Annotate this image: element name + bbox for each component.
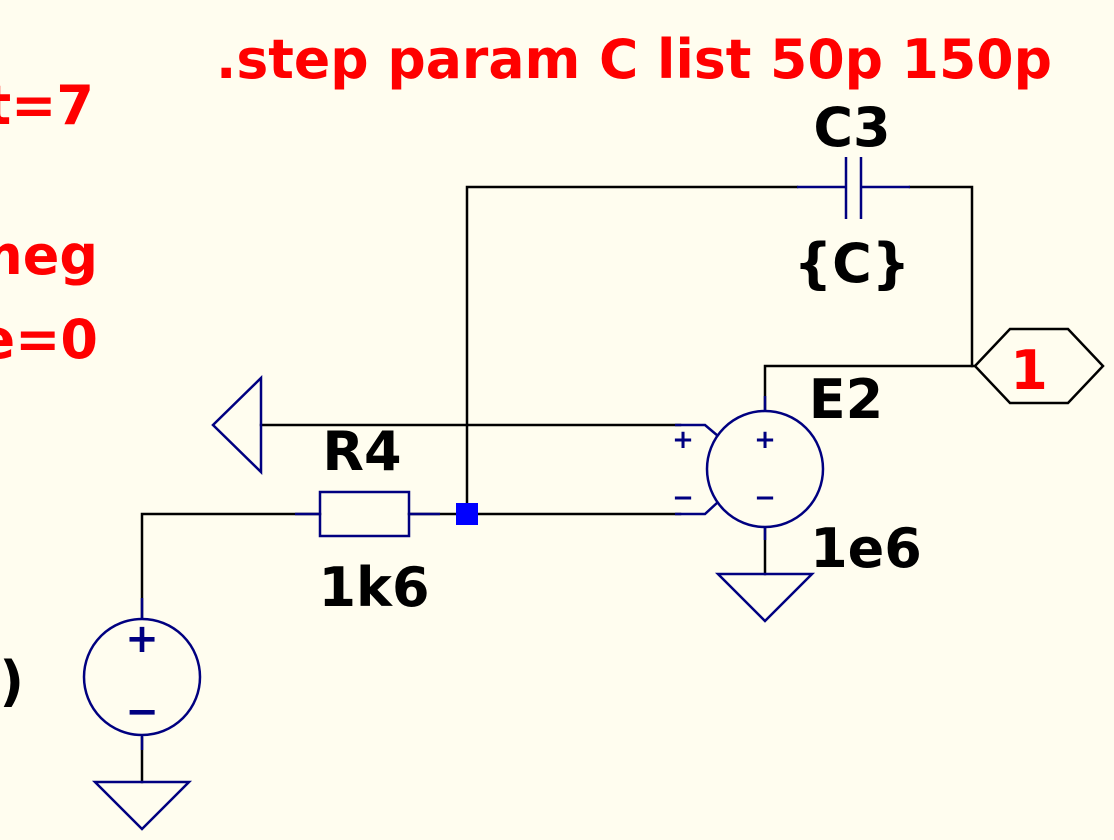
resistor-r4[interactable] bbox=[295, 490, 440, 538]
e2-output-minus: − bbox=[754, 483, 776, 513]
voltage-source[interactable] bbox=[82, 598, 202, 750]
component-labels: C3 {C} R4 1k6 E2 1e6 bbox=[318, 96, 921, 619]
source-plus: + bbox=[125, 616, 159, 662]
e2-value[interactable]: 1e6 bbox=[810, 517, 922, 580]
e2-input-plus: + bbox=[672, 425, 694, 455]
ground-e2[interactable] bbox=[714, 572, 816, 623]
e2-name[interactable]: E2 bbox=[809, 368, 883, 431]
vcvs-e2[interactable] bbox=[675, 396, 825, 540]
clipped-directive-4[interactable]: ) bbox=[0, 650, 24, 713]
polarity-marks: + − + − + − bbox=[125, 425, 776, 735]
wire-feedback-right[interactable] bbox=[908, 185, 974, 368]
e2-input-minus: − bbox=[672, 483, 694, 513]
net-label-hexagon[interactable] bbox=[973, 327, 1105, 405]
r4-name[interactable]: R4 bbox=[322, 420, 401, 483]
step-directive[interactable]: .step param C list 50p 150p bbox=[216, 28, 1052, 91]
grounds bbox=[91, 375, 816, 831]
wire-feedback-left[interactable] bbox=[465, 185, 799, 516]
ground-flag-left[interactable] bbox=[211, 375, 263, 475]
ground-source[interactable] bbox=[91, 780, 193, 831]
r4-value[interactable]: 1k6 bbox=[318, 556, 429, 619]
clipped-directive-1[interactable]: t=7 bbox=[0, 74, 94, 137]
clipped-directive-2[interactable]: meg bbox=[0, 224, 98, 287]
c3-name[interactable]: C3 bbox=[813, 96, 890, 159]
source-minus: − bbox=[125, 689, 159, 735]
wire-source-to-r4[interactable] bbox=[140, 512, 322, 620]
wire-output[interactable] bbox=[763, 364, 977, 412]
e2-output-plus: + bbox=[754, 425, 776, 455]
capacitor-c3[interactable] bbox=[797, 157, 910, 219]
c3-value[interactable]: {C} bbox=[794, 232, 911, 295]
clipped-directive-3[interactable]: e=0 bbox=[0, 308, 98, 371]
directives: .step param C list 50p 150p 1 t=7 meg e=… bbox=[0, 28, 1052, 402]
wires bbox=[140, 185, 977, 784]
junction-dot[interactable] bbox=[456, 503, 478, 525]
net-label-text[interactable]: 1 bbox=[1010, 339, 1048, 402]
